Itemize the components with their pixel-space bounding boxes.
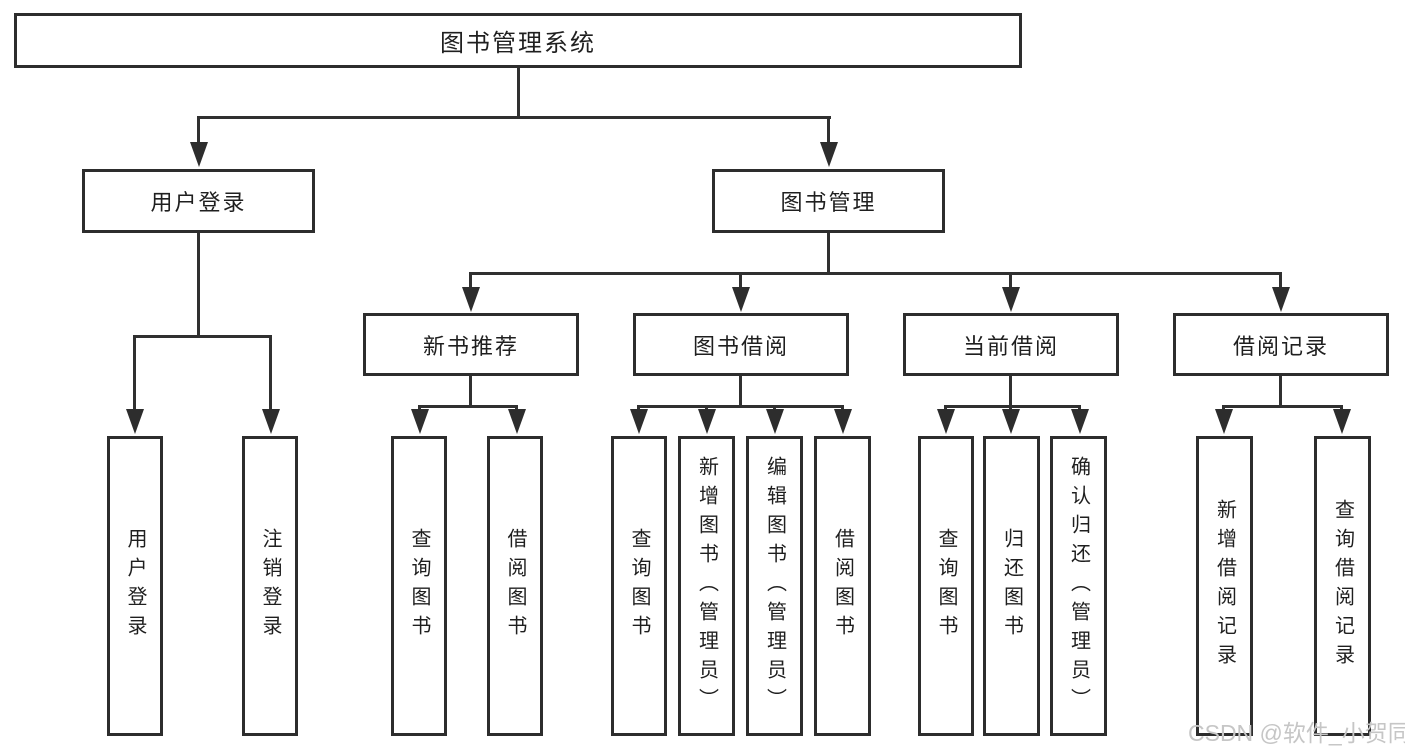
arrow-down-icon <box>1071 409 1089 434</box>
arrow-down-icon <box>732 287 750 312</box>
connector-line <box>944 405 947 412</box>
node-label: 当前借阅 <box>962 333 1059 359</box>
connector-line <box>1222 405 1343 408</box>
connector-line <box>841 405 844 412</box>
connector-line <box>469 272 472 288</box>
connector-line <box>1009 272 1012 288</box>
leaf-borrow-books-recommend: 借阅图书 <box>487 436 543 736</box>
node-label: 借阅图书 <box>831 528 854 644</box>
node-library-system: 图书管理系统 <box>14 13 1022 68</box>
connector-line <box>517 68 520 116</box>
arrow-down-icon <box>411 409 429 434</box>
leaf-user-login: 用户登录 <box>107 436 163 736</box>
leaf-query-books-borrow: 查询图书 <box>611 436 667 736</box>
node-label: 图书管理 <box>780 190 877 215</box>
connector-line <box>1009 376 1012 405</box>
arrow-down-icon <box>937 409 955 434</box>
arrow-down-icon <box>1272 287 1290 312</box>
node-label: 图书借阅 <box>692 333 789 359</box>
leaf-query-books-recommend: 查询图书 <box>391 436 447 736</box>
connector-line <box>739 272 742 288</box>
connector-line <box>637 405 844 408</box>
node-label: 新增借阅记录 <box>1213 499 1236 673</box>
node-label: 查询图书 <box>628 528 650 644</box>
node-label: 用户登录 <box>150 190 247 215</box>
arrow-down-icon <box>190 142 208 167</box>
connector-line <box>1340 405 1343 412</box>
node-label: 新书推荐 <box>422 333 519 359</box>
connector-line <box>637 405 640 412</box>
node-label: 借阅图书 <box>504 528 526 644</box>
arrow-down-icon <box>834 409 852 434</box>
connector-line <box>1279 272 1282 288</box>
leaf-query-borrow-record: 查询借阅记录 <box>1314 436 1371 736</box>
node-current-borrow: 当前借阅 <box>903 313 1119 376</box>
connector-line <box>469 376 472 405</box>
connector-line <box>1009 405 1012 412</box>
connector-line <box>269 335 272 411</box>
arrow-down-icon <box>126 409 144 434</box>
node-label: 借阅记录 <box>1232 333 1329 359</box>
node-label: 注销登录 <box>259 528 281 644</box>
node-label: 查询图书 <box>408 528 430 644</box>
connector-line <box>469 272 1282 275</box>
leaf-borrow-books-borrow: 借阅图书 <box>814 436 871 736</box>
arrow-down-icon <box>1333 409 1351 434</box>
arrow-down-icon <box>820 142 838 167</box>
node-book-management: 图书管理 <box>712 169 945 233</box>
connector-line <box>197 116 831 119</box>
node-label: 归还图书 <box>1000 528 1023 644</box>
leaf-return-books: 归还图书 <box>983 436 1040 736</box>
node-label: 查询借阅记录 <box>1331 499 1354 673</box>
connector-line <box>133 335 136 411</box>
connector-line <box>1222 405 1225 412</box>
connector-line <box>418 405 421 412</box>
leaf-query-books-current: 查询图书 <box>918 436 974 736</box>
node-label: 查询图书 <box>935 528 957 644</box>
arrow-down-icon <box>698 409 716 434</box>
connector-line <box>1279 376 1282 405</box>
node-label: 图书管理系统 <box>440 30 596 57</box>
connector-line <box>515 405 518 412</box>
connector-line <box>827 233 830 272</box>
arrow-down-icon <box>766 409 784 434</box>
leaf-confirm-return-admin: 确认归还（管理员） <box>1050 436 1107 736</box>
connector-line <box>197 116 200 144</box>
node-user-login: 用户登录 <box>82 169 315 233</box>
connector-line <box>944 405 1081 408</box>
node-label: 新增图书（管理员） <box>695 455 718 717</box>
connector-line <box>1078 405 1081 412</box>
node-label: 用户登录 <box>124 528 146 644</box>
connector-line <box>739 376 742 405</box>
node-label: 编辑图书（管理员） <box>763 455 786 717</box>
arrow-down-icon <box>1002 287 1020 312</box>
arrow-down-icon <box>262 409 280 434</box>
arrow-down-icon <box>462 287 480 312</box>
node-new-book-recommend: 新书推荐 <box>363 313 579 376</box>
connector-line <box>773 405 776 412</box>
csdn-watermark: CSDN @软件_小贺同学 <box>1188 720 1405 746</box>
leaf-add-books-admin: 新增图书（管理员） <box>678 436 735 736</box>
node-book-borrow: 图书借阅 <box>633 313 849 376</box>
leaf-edit-books-admin: 编辑图书（管理员） <box>746 436 803 736</box>
connector-line <box>418 405 518 408</box>
node-label: 确认归还（管理员） <box>1067 455 1090 717</box>
connector-line <box>133 335 272 338</box>
arrow-down-icon <box>1215 409 1233 434</box>
arrow-down-icon <box>1002 409 1020 434</box>
arrow-down-icon <box>508 409 526 434</box>
connector-line <box>827 116 830 144</box>
node-borrow-records: 借阅记录 <box>1173 313 1389 376</box>
arrow-down-icon <box>630 409 648 434</box>
leaf-logout-login: 注销登录 <box>242 436 298 736</box>
connector-line <box>705 405 708 412</box>
connector-line <box>197 233 200 335</box>
leaf-add-borrow-record: 新增借阅记录 <box>1196 436 1253 736</box>
